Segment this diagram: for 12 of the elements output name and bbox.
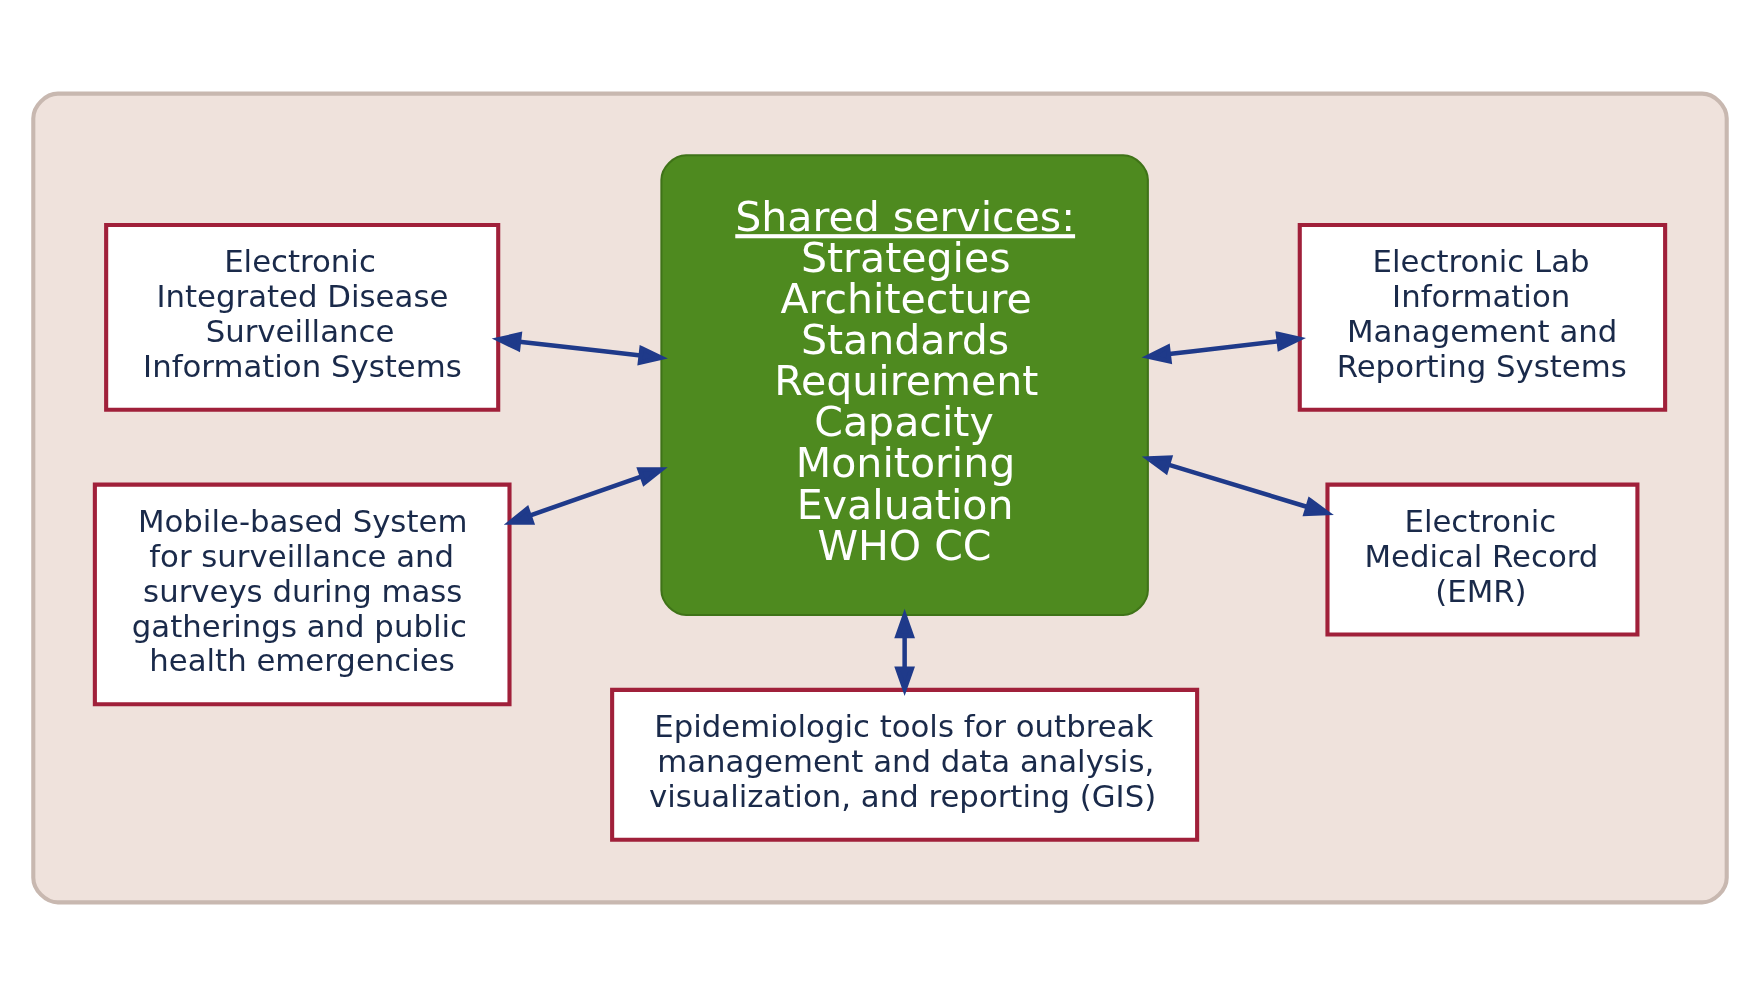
arrow (491, 331, 668, 366)
node-box: Electronic Medical Record (EMR) (1325, 482, 1640, 637)
cluster (31, 91, 1729, 905)
node-box: Electronic Lab Information Management and Reporting Systems (1297, 222, 1668, 412)
arrow (503, 467, 668, 525)
arrow (1141, 455, 1334, 517)
arrow (894, 608, 915, 696)
node-box: Shared services: Strategies Architecture Standards Requirement Capacity Monitoring Evaluation WHO CC (660, 154, 1149, 617)
node-box: Electronic Integrated Disease Surveillance Information Systems (104, 222, 501, 412)
node-box: Mobile-based System for surveillance and surveys during mass gatherings and public health emergencies (92, 482, 512, 707)
node-box: Epidemiologic tools for outbreak management and data analysis, visualization, and reporting (GIS) (610, 687, 1200, 842)
arrow (1141, 331, 1306, 365)
